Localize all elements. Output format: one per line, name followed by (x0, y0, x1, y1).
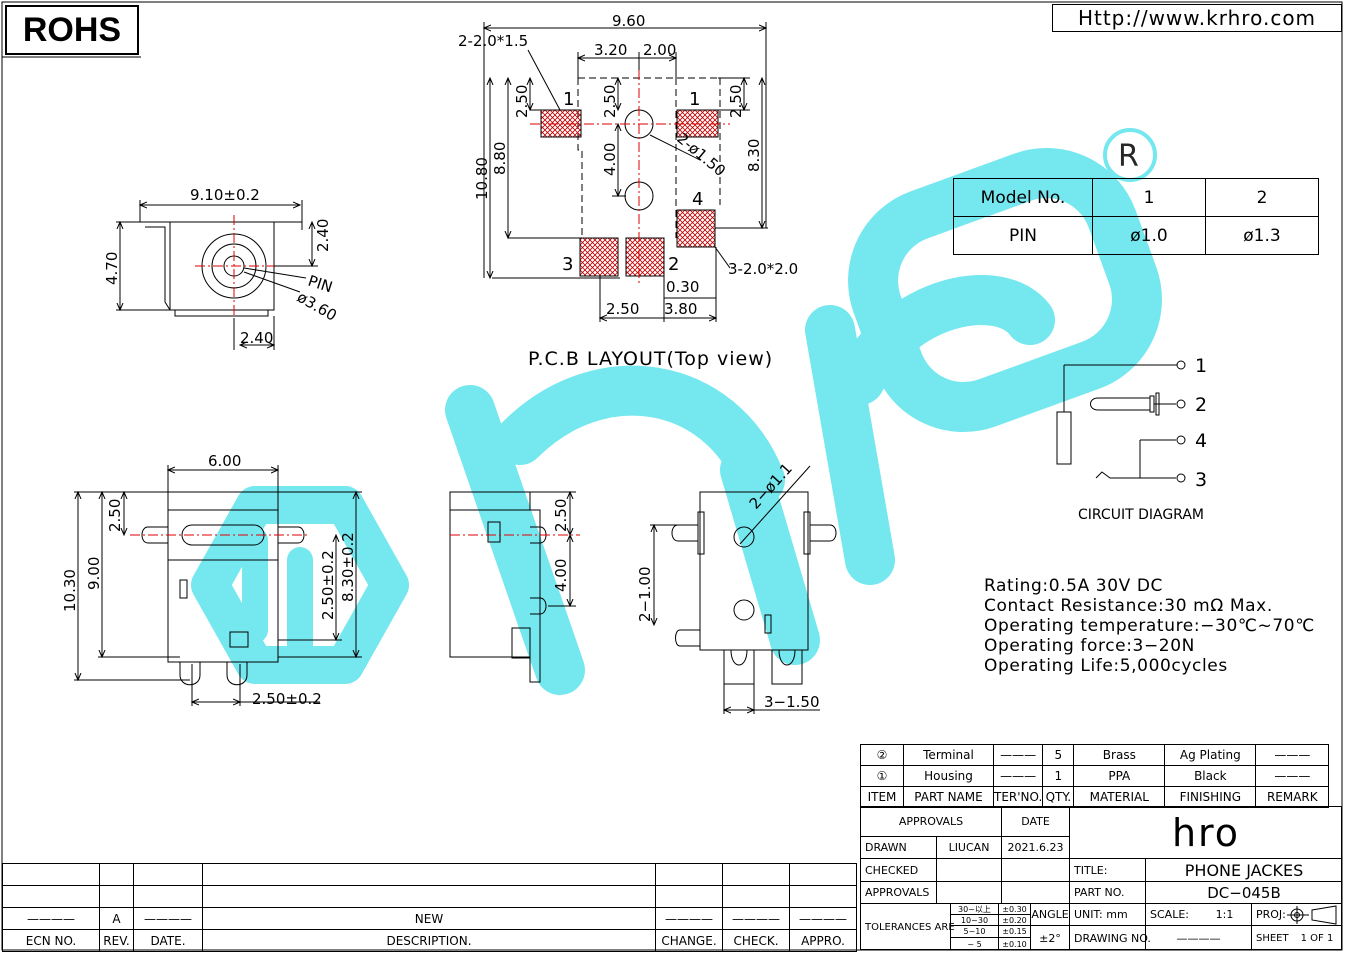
svg-text:8.80: 8.80 (491, 142, 509, 175)
svg-text:9.00: 9.00 (85, 557, 103, 590)
svg-text:2-2.0*1.5: 2-2.0*1.5 (458, 32, 528, 50)
website-url[interactable]: Http://www.krhro.com (1052, 4, 1342, 32)
svg-text:3−1.50: 3−1.50 (764, 693, 820, 711)
svg-text:2.00: 2.00 (643, 41, 676, 59)
svg-text:2−1.00: 2−1.00 (636, 566, 654, 622)
svg-text:2: 2 (1195, 394, 1207, 416)
pcb-layout-title: P.C.B LAYOUT(Top view) (528, 348, 774, 370)
svg-text:6.00: 6.00 (208, 452, 241, 470)
bottom-view (650, 465, 837, 714)
svg-text:2.50±0.2: 2.50±0.2 (252, 690, 322, 708)
svg-text:4.00: 4.00 (601, 143, 619, 176)
svg-text:2.50: 2.50 (727, 85, 745, 118)
table-header-row: ITEM PART NAME TER'NO. QTY. MATERIAL FIN… (860, 786, 1330, 808)
svg-text:3: 3 (562, 254, 573, 275)
spec-contact-resistance: Contact Resistance:30 mΩ Max. (984, 596, 1273, 616)
specifications: Rating:0.5A 30V DC Contact Resistance:30… (984, 576, 1315, 676)
svg-text:2.50: 2.50 (601, 85, 619, 118)
svg-text:1: 1 (1195, 355, 1207, 377)
svg-text:2.50: 2.50 (552, 499, 570, 532)
front-view (116, 200, 318, 350)
side-view-labels: 2.50 4.00 (552, 499, 570, 592)
svg-text:3: 3 (1195, 469, 1207, 491)
table-row: Model No. 1 2 (953, 178, 1319, 217)
svg-text:2.50: 2.50 (106, 499, 124, 532)
svg-text:R: R (1118, 139, 1139, 174)
svg-text:10.80: 10.80 (473, 157, 491, 200)
svg-text:9.60: 9.60 (612, 12, 645, 30)
svg-text:2.40: 2.40 (314, 219, 332, 252)
svg-text:8.30±0.2: 8.30±0.2 (339, 532, 357, 602)
svg-text:1: 1 (563, 89, 574, 110)
rohs-badge: ROHS (5, 5, 139, 55)
top-view (74, 465, 362, 706)
svg-text:3.80: 3.80 (664, 300, 697, 318)
table-row: PIN ø1.0 ø1.3 (953, 216, 1319, 255)
svg-text:ø3.60: ø3.60 (294, 288, 340, 325)
top-view-labels: 6.00 2.50 10.30 9.00 2.50±0.2 8.30±0.2 2… (61, 452, 357, 708)
svg-text:0.30: 0.30 (666, 278, 699, 296)
spec-life: Operating Life:5,000cycles (984, 656, 1228, 676)
title-block: APPROVALS DATE hro DRAWN LIUCAN 2021.6.2… (860, 806, 1342, 950)
svg-text:1: 1 (689, 89, 700, 110)
svg-text:2.50±0.2: 2.50±0.2 (319, 550, 337, 620)
svg-text:9.10±0.2: 9.10±0.2 (190, 186, 260, 204)
spec-temperature: Operating temperature:−30℃~70℃ (984, 616, 1315, 636)
hro-logo: hro (1070, 807, 1342, 859)
svg-text:8.30: 8.30 (745, 139, 763, 172)
svg-text:2.40: 2.40 (240, 329, 273, 347)
pcb-layout (484, 22, 768, 322)
table-row: ② Terminal ——— 5 Brass Ag Plating ——— (860, 744, 1330, 766)
svg-text:4: 4 (1195, 430, 1207, 452)
circuit-diagram-title: CIRCUIT DIAGRAM (1078, 507, 1204, 523)
svg-text:4: 4 (692, 189, 703, 210)
spec-rating: Rating:0.5A 30V DC (984, 576, 1164, 596)
side-view (449, 492, 580, 683)
table-row: ① Housing ——— 1 PPA Black ——— (860, 765, 1330, 787)
svg-text:2: 2 (668, 254, 679, 275)
revision-table: ———— A ———— NEW ———— ———— ———— ECN NO. R… (2, 863, 857, 952)
bill-of-materials: ② Terminal ——— 5 Brass Ag Plating ——— ① … (860, 744, 1330, 808)
svg-text:10.30: 10.30 (61, 569, 79, 612)
svg-text:2.50: 2.50 (513, 85, 531, 118)
table-header-row: ECN NO. REV. DATE. DESCRIPTION. CHANGE. … (2, 929, 857, 952)
front-view-labels: 9.10±0.2 4.70 2.40 PIN ø3.60 2.40 (103, 186, 340, 347)
model-pin-table: Model No. 1 2 PIN ø1.0 ø1.3 (953, 178, 1319, 255)
svg-text:4.00: 4.00 (552, 559, 570, 592)
circuit-diagram (1056, 360, 1186, 483)
svg-text:2.50: 2.50 (606, 300, 639, 318)
spec-force: Operating force:3−20N (984, 636, 1195, 656)
svg-text:3.20: 3.20 (594, 41, 627, 59)
projection-symbol-icon (1287, 905, 1337, 925)
svg-text:4.70: 4.70 (103, 252, 121, 285)
svg-text:3-2.0*2.0: 3-2.0*2.0 (728, 260, 798, 278)
table-row: ———— A ———— NEW ———— ———— ———— (2, 907, 857, 930)
circuit-pin-labels: 1 2 4 3 (1195, 355, 1207, 491)
